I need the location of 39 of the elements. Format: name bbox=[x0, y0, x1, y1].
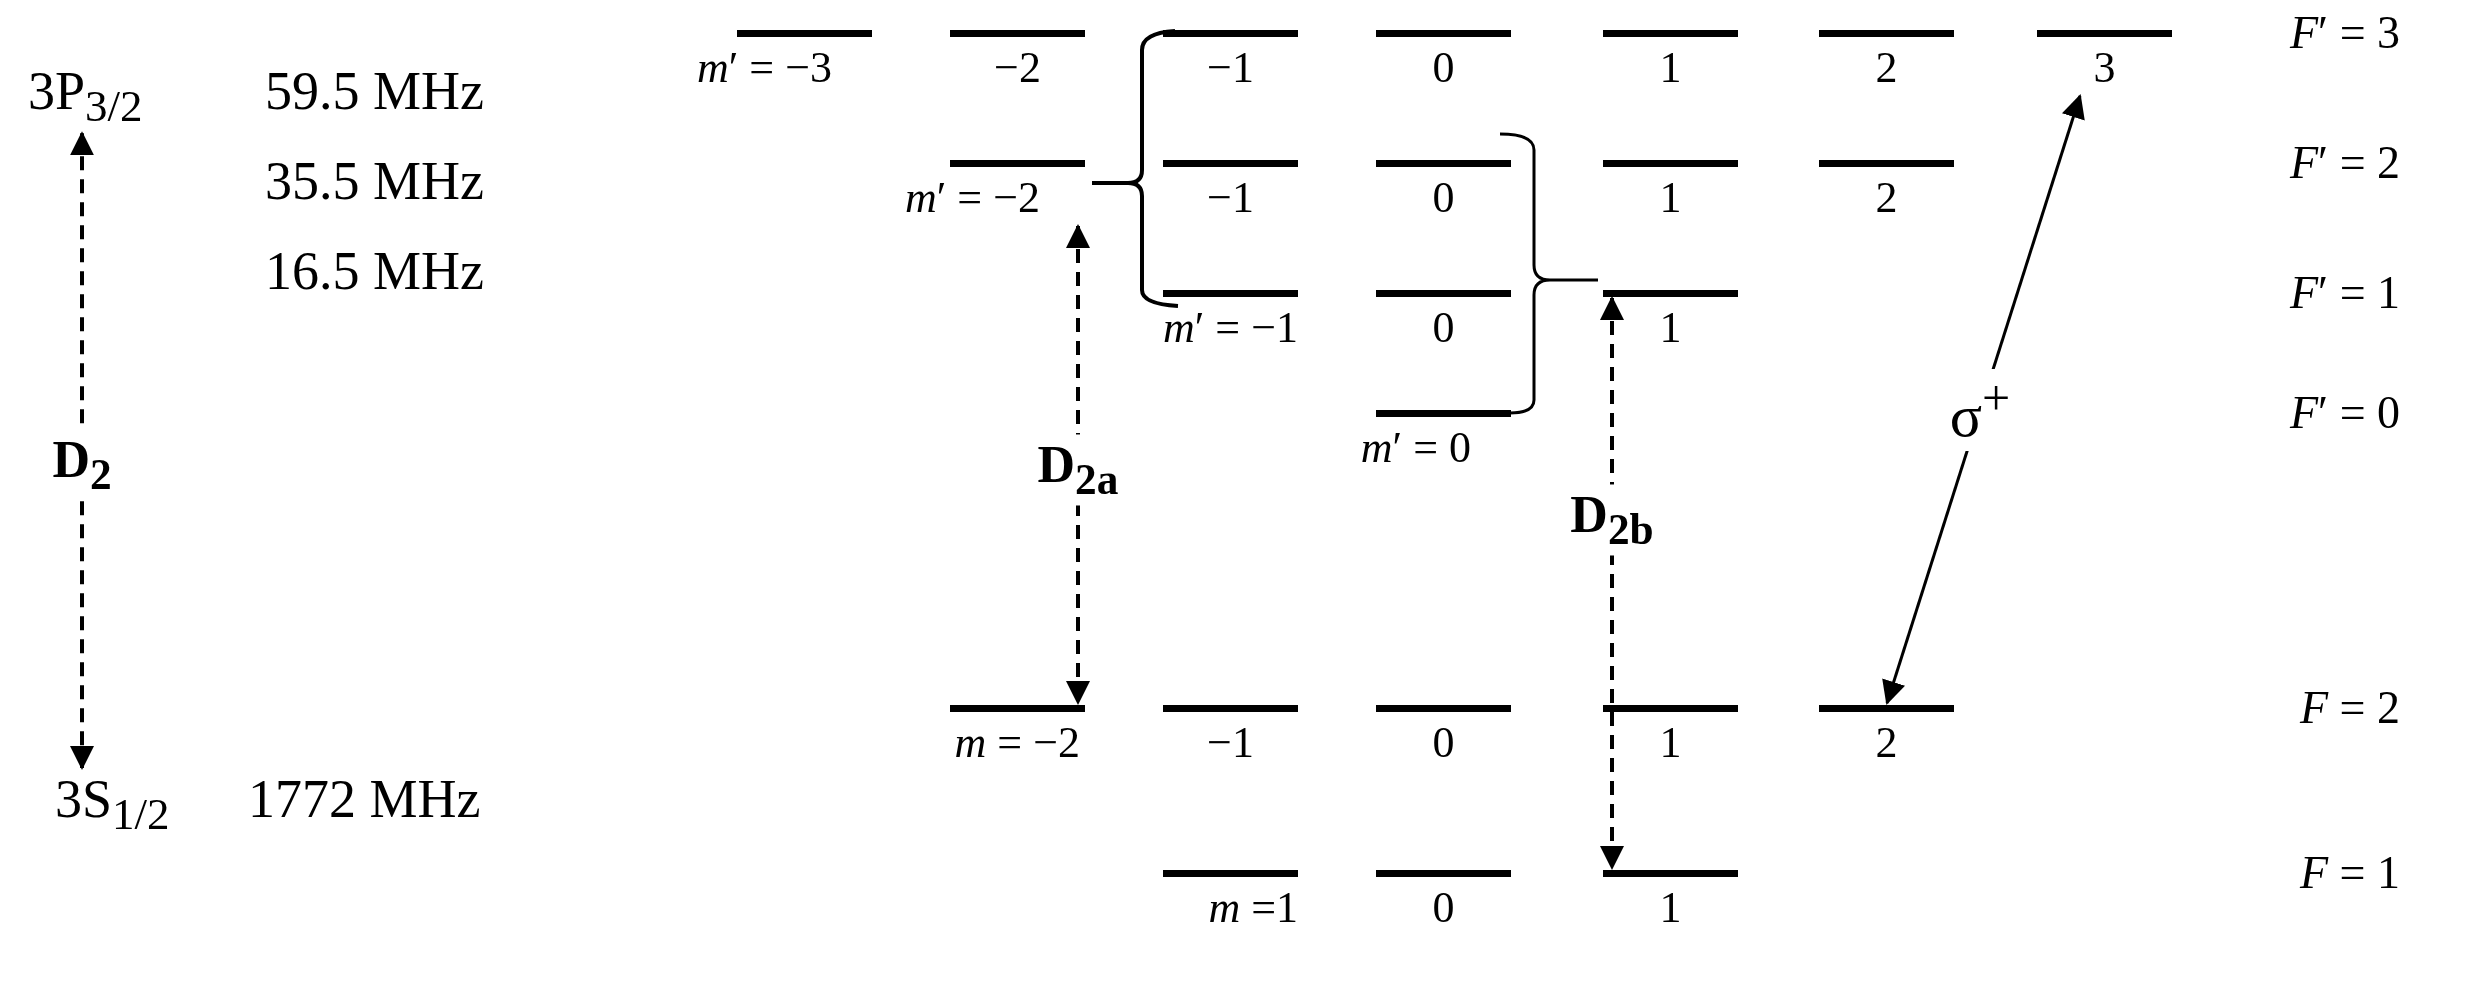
level-label: m′ = −1 bbox=[1162, 304, 1298, 352]
level-label: 1 bbox=[1659, 174, 1682, 222]
level-label: 0 bbox=[1432, 44, 1455, 92]
level-label: 1 bbox=[1659, 884, 1682, 932]
level-label: 0 bbox=[1432, 884, 1455, 932]
level-label: m′ = 0 bbox=[1360, 424, 1471, 472]
level-label: 1 bbox=[1659, 719, 1682, 767]
level-label: m = −2 bbox=[954, 719, 1080, 767]
level-label: m′ = −3 bbox=[696, 44, 832, 92]
level-label: 0 bbox=[1432, 174, 1455, 222]
state-label: 3S$_{1/2}$ bbox=[55, 770, 170, 840]
level-label: 3 bbox=[2093, 44, 2116, 92]
quantum-number-label: F = 2 bbox=[2300, 683, 2401, 734]
quantum-number-label: F′ = 3 bbox=[2290, 8, 2401, 59]
quantum-number-label: F′ = 0 bbox=[2290, 388, 2401, 439]
level-label: −2 bbox=[994, 44, 1041, 92]
level-label: 0 bbox=[1432, 304, 1455, 352]
quantum-number-label: F = 1 bbox=[2300, 848, 2401, 899]
level-label: 2 bbox=[1875, 174, 1898, 222]
double-arrow bbox=[70, 131, 94, 770]
frequency-label: 16.5 MHz bbox=[265, 242, 484, 302]
level-label: −1 bbox=[1207, 44, 1254, 92]
level-label: m′ = −2 bbox=[904, 174, 1040, 222]
state-label: 3P$_{3/2}$ bbox=[28, 62, 143, 132]
level-label: 2 bbox=[1875, 44, 1898, 92]
level-label: m =1 bbox=[1208, 884, 1298, 932]
level-label: 0 bbox=[1432, 719, 1455, 767]
level-label: 1 bbox=[1659, 304, 1682, 352]
level-label: −1 bbox=[1207, 174, 1254, 222]
frequency-label: 59.5 MHz bbox=[265, 62, 484, 122]
double-arrow bbox=[1600, 296, 1624, 870]
level-label: 1 bbox=[1659, 44, 1682, 92]
quantum-number-label: F′ = 1 bbox=[2290, 268, 2401, 319]
frequency-label: 35.5 MHz bbox=[265, 152, 484, 212]
quantum-number-label: F′ = 2 bbox=[2290, 138, 2401, 189]
frequency-label: 1772 MHz bbox=[248, 770, 481, 830]
level-label: 2 bbox=[1875, 719, 1898, 767]
double-arrow bbox=[1066, 224, 1090, 705]
level-label: −1 bbox=[1207, 719, 1254, 767]
